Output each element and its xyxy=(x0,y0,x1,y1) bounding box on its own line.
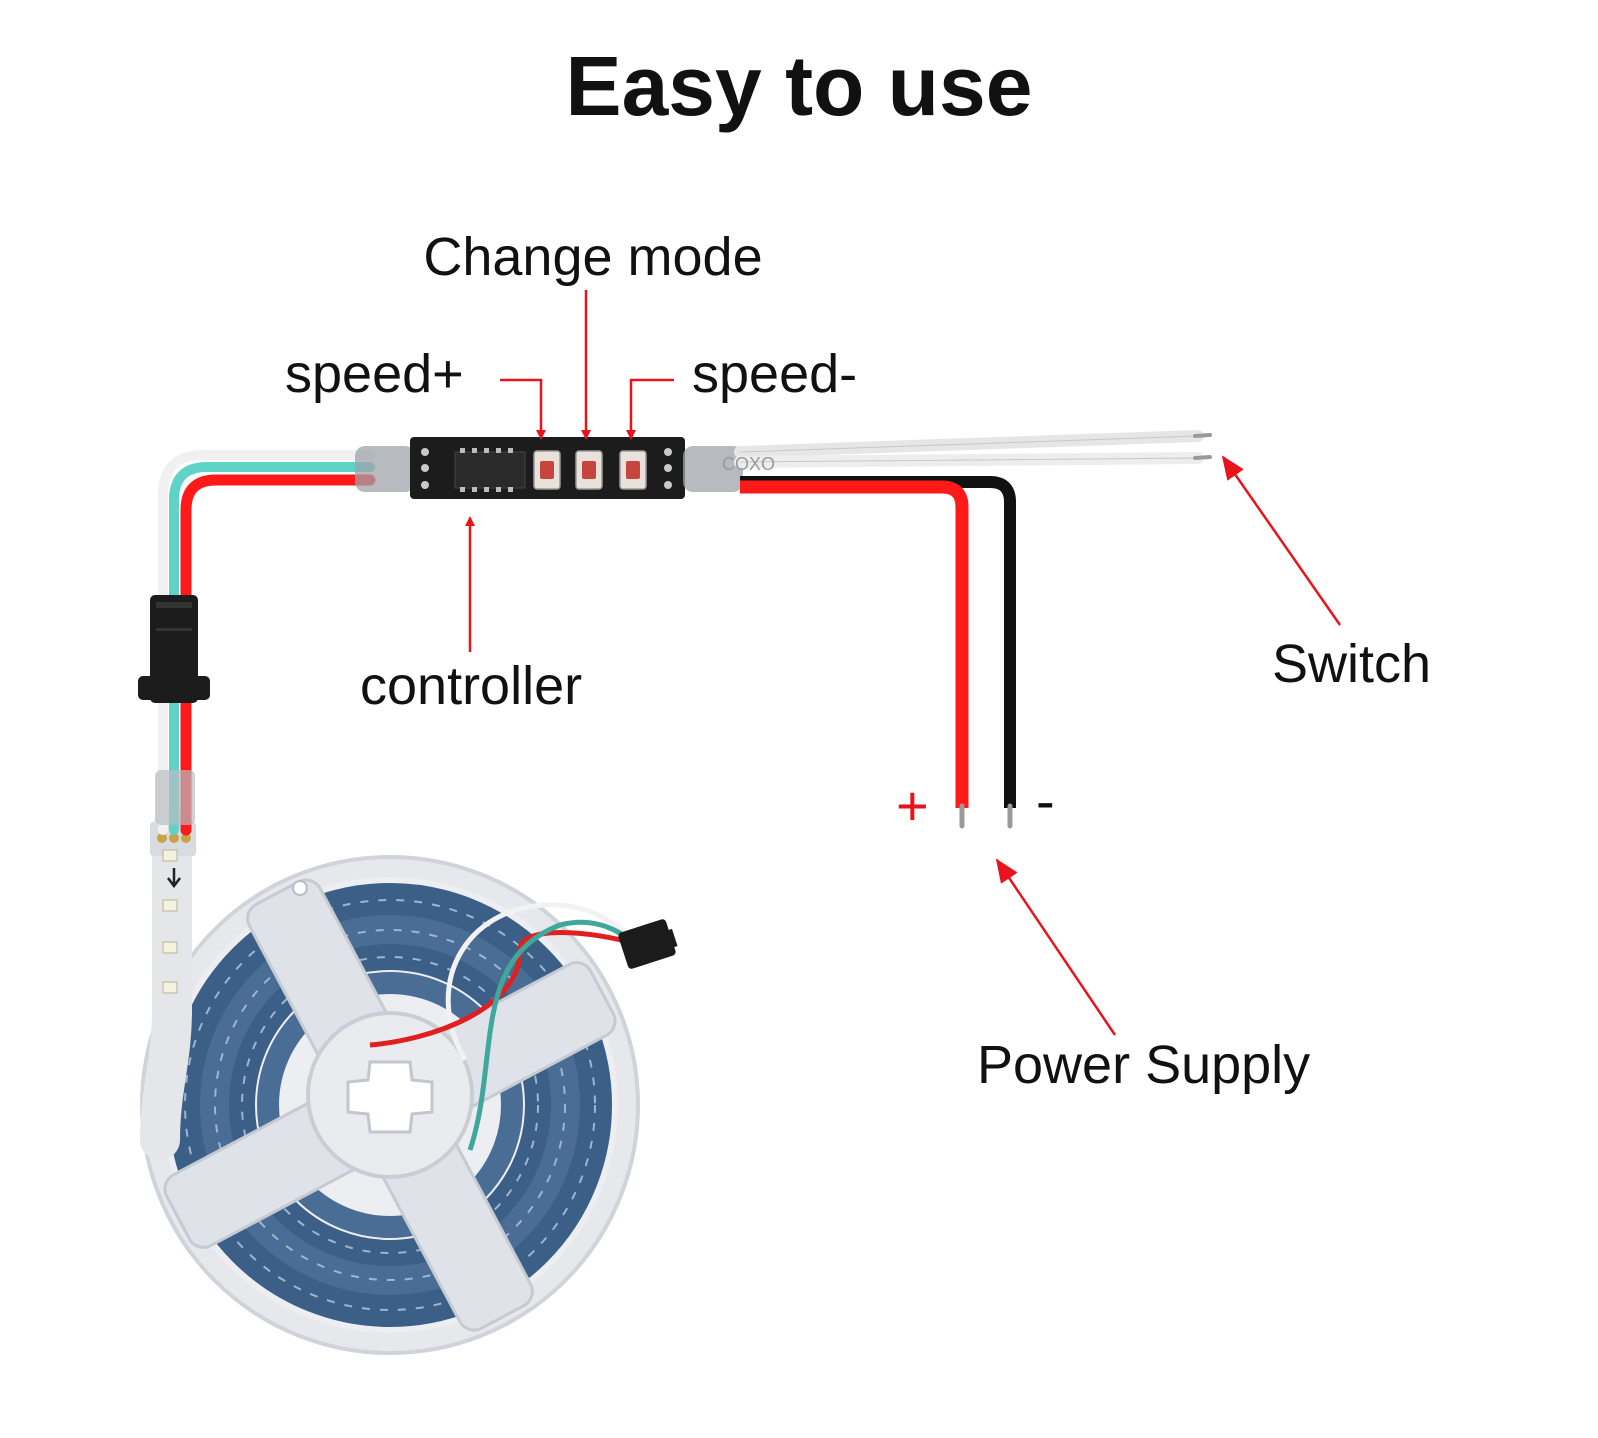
arrow-switch xyxy=(1223,457,1340,625)
controller-board xyxy=(410,437,743,499)
label-plus-sign: + xyxy=(896,774,929,837)
led-strip-reel xyxy=(142,857,678,1353)
label-switch: Switch xyxy=(1272,634,1431,694)
label-speed-plus: speed+ xyxy=(285,344,464,404)
label-change-mode: Change mode xyxy=(423,227,762,287)
arrow-speed-plus xyxy=(500,380,541,438)
arrow-power-supply xyxy=(997,860,1115,1035)
label-power-supply: Power Supply xyxy=(977,1035,1310,1095)
reel-jst-connector xyxy=(617,918,677,970)
label-minus-sign: - xyxy=(1036,769,1055,832)
page-title: Easy to use xyxy=(566,39,1033,133)
label-speed-minus: speed- xyxy=(692,344,857,404)
board-marking: COXO xyxy=(722,454,775,474)
power-wires xyxy=(740,482,1010,826)
switch-wires: COXO xyxy=(722,435,1210,474)
label-controller: controller xyxy=(360,656,582,716)
jst-connector xyxy=(138,595,210,703)
arrow-speed-minus xyxy=(631,380,674,438)
